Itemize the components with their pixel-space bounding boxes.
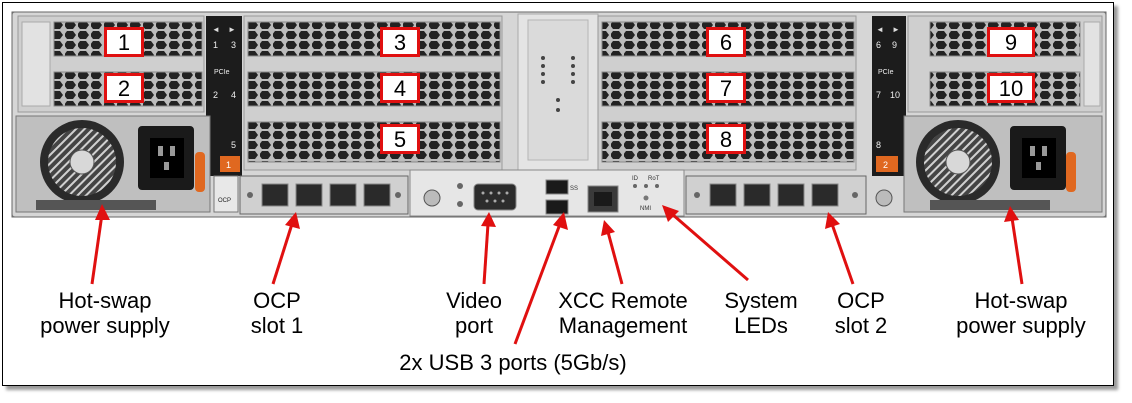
svg-text:►: ► [228, 25, 236, 34]
caption-leds-line1: System [724, 288, 798, 313]
caption-ocp2: OCP slot 2 [806, 288, 916, 338]
caption-usb: 2x USB 3 ports (5Gb/s) [399, 350, 627, 375]
callout-arrows [90, 204, 1024, 345]
arrow-psu-left [90, 213, 104, 285]
right-riser-pcie-label: PCIe [878, 69, 894, 76]
center-divider [517, 13, 599, 171]
left-power-supply [15, 115, 211, 213]
left-riser-tag [220, 156, 240, 172]
arrow-xcc [606, 231, 624, 285]
svg-text:►: ► [892, 25, 900, 34]
left-riser-label-1: 1 [213, 40, 218, 50]
caption-psu-right-line2: power supply [956, 313, 1086, 338]
caption-video: Video port [424, 288, 524, 338]
arrowhead-ocp2 [825, 212, 840, 229]
caption-video-line2: port [455, 313, 493, 338]
arrow-usb [513, 223, 562, 345]
right-riser-label-7: 7 [876, 90, 881, 100]
arrowhead-psu-left [95, 204, 110, 220]
left-riser-strip: ◄ ► 1 3 PCIe 2 4 5 1 [206, 16, 242, 176]
slot-7-label: 7 [706, 73, 746, 103]
arrowhead-xcc [601, 220, 615, 236]
ocp-small-label: OCP [218, 198, 231, 204]
left-psu-latch [195, 152, 205, 192]
vga-connector [473, 183, 517, 211]
svg-text:2: 2 [883, 160, 888, 170]
caption-video-line1: Video [446, 288, 502, 313]
slot-1-label: 1 [104, 27, 144, 57]
caption-leds-line2: LEDs [734, 313, 788, 338]
ocp-slot-2 [685, 175, 893, 215]
arrow-ocp1 [271, 223, 294, 285]
arrow-psu-right [1010, 217, 1024, 285]
svg-text:◄: ◄ [212, 25, 220, 34]
caption-ocp1: OCP slot 1 [222, 288, 332, 338]
caption-psu-left: Hot-swap power supply [20, 288, 190, 338]
rear-io-panel: SS ID RoT NMI [409, 169, 685, 217]
slot-8-label: 8 [706, 124, 746, 154]
caption-psu-left-line1: Hot-swap [58, 288, 152, 313]
right-riser-label-6: 6 [876, 40, 881, 50]
caption-ocp2-line1: OCP [837, 288, 885, 313]
left-riser-pcie-label: PCIe [214, 69, 230, 76]
slot-2-label: 2 [104, 73, 144, 103]
arrow-video [482, 223, 490, 285]
right-psu-latch [1066, 152, 1076, 192]
caption-ocp1-line2: slot 1 [250, 313, 304, 338]
right-power-supply [903, 115, 1103, 213]
caption-leds: System LEDs [706, 288, 816, 338]
usb-port-1 [545, 179, 569, 195]
right-riser-label-9: 9 [892, 40, 897, 50]
caption-ocp2-line2: slot 2 [834, 313, 888, 338]
usb-port-2 [545, 199, 569, 215]
left-riser-label-4: 4 [231, 90, 236, 100]
slot-10-label: 10 [987, 73, 1035, 103]
right-riser-label-10: 10 [890, 90, 900, 100]
caption-psu-right: Hot-swap power supply [934, 288, 1108, 338]
arrow-leds [671, 212, 749, 282]
caption-ocp1-line1: OCP [253, 288, 301, 313]
left-riser-label-2: 2 [213, 90, 218, 100]
thumbscrew [423, 189, 441, 207]
svg-text:RoT: RoT [648, 176, 660, 182]
slot-9-label: 9 [987, 27, 1035, 57]
arrowhead-usb [553, 212, 568, 230]
arrowhead-leds [662, 205, 679, 222]
ocp-slot-1: OCP [213, 175, 409, 215]
left-riser-label-5: 5 [231, 140, 236, 150]
left-riser-label-3: 3 [231, 40, 236, 50]
caption-psu-left-line2: power supply [40, 313, 170, 338]
caption-xcc: XCC Remote Management [540, 288, 706, 338]
svg-text:SS: SS [570, 186, 578, 192]
right-riser-strip: ◄ ► 6 9 PCIe 7 10 8 2 [872, 16, 906, 176]
right-riser-label-8: 8 [876, 140, 881, 150]
caption-psu-right-line1: Hot-swap [974, 288, 1068, 313]
svg-text:NMI: NMI [640, 206, 651, 212]
svg-text:◄: ◄ [876, 25, 884, 34]
arrow-ocp2 [830, 223, 855, 285]
slot-5-label: 5 [380, 124, 420, 154]
svg-text:1: 1 [226, 160, 231, 170]
right-riser-tag [876, 156, 898, 172]
center-left-bays [243, 15, 503, 171]
caption-xcc-line2: Management [558, 313, 688, 338]
arrowhead-psu-right [1004, 206, 1019, 222]
slot-4-label: 4 [380, 73, 420, 103]
arrowhead-ocp1 [285, 212, 300, 229]
arrowhead-video [481, 212, 496, 227]
slot-3-label: 3 [380, 27, 420, 57]
svg-text:ID: ID [632, 176, 639, 182]
caption-xcc-line1: XCC Remote [558, 288, 688, 313]
slot-6-label: 6 [706, 27, 746, 57]
